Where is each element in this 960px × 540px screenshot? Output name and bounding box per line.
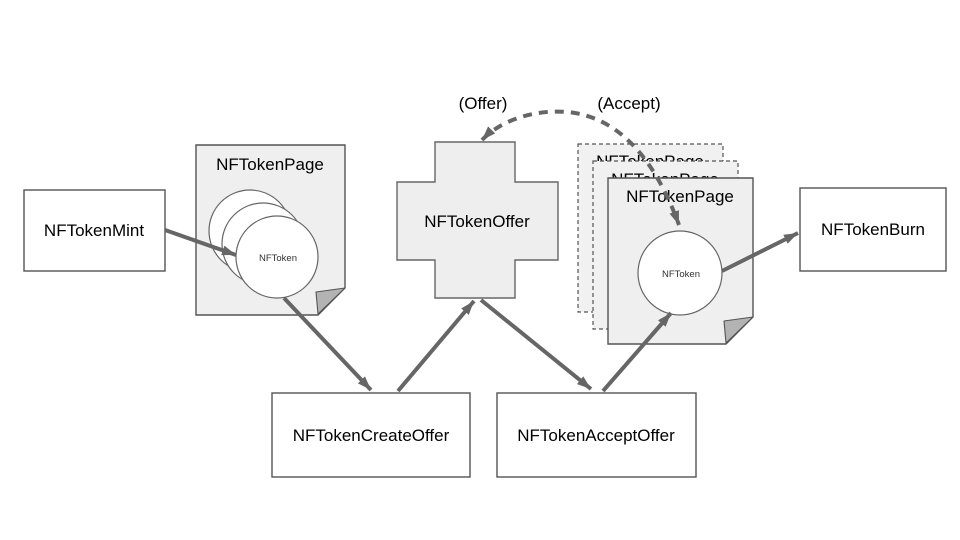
arrow-mint-to-page [164, 228, 237, 257]
token-left-label: NFToken [259, 253, 297, 264]
arrow-offer-to-accept-offer [479, 298, 593, 391]
page-left-fold-corner [315, 287, 346, 315]
page-left-title: NFTokenPage [216, 155, 324, 174]
offer-annotation: (Offer) [459, 94, 508, 113]
burn-node: NFTokenBurn [799, 187, 947, 272]
page-right-front-title: NFTokenPage [626, 187, 734, 206]
pages-right-node: NFTokenPage NFTokenPage NFTokenPage NFTo… [577, 143, 754, 345]
arrow-accept-offer-to-page [601, 311, 673, 393]
token-circle-front [235, 215, 319, 299]
token-right-label: NFToken [662, 269, 700, 280]
accept-annotation: (Accept) [597, 94, 660, 113]
mint-box [23, 189, 166, 272]
arrow-page-to-create-offer [282, 296, 373, 392]
burn-label: NFTokenBurn [821, 220, 925, 239]
dashed-arc-offer-accept [480, 109, 681, 226]
burn-box [799, 187, 947, 272]
mint-label: NFTokenMint [44, 221, 144, 240]
page-left-node: NFTokenPage NFToken [195, 144, 346, 316]
arrow-page-to-burn [721, 231, 799, 273]
offer-label: NFTokenOffer [424, 212, 530, 231]
token-circle-right [637, 230, 723, 316]
accept-offer-node: NFTokenAcceptOffer [496, 392, 697, 478]
page-right-fold-corner [723, 316, 754, 344]
arrow-create-offer-to-offer [396, 299, 476, 393]
arrows [164, 228, 799, 393]
accept-offer-label: NFTokenAcceptOffer [517, 426, 675, 445]
mint-node: NFTokenMint [23, 189, 166, 272]
create-offer-box [271, 392, 471, 478]
offer-node: NFTokenOffer [396, 141, 559, 299]
accept-offer-box [496, 392, 697, 478]
create-offer-label: NFTokenCreateOffer [293, 426, 450, 445]
create-offer-node: NFTokenCreateOffer [271, 392, 471, 478]
